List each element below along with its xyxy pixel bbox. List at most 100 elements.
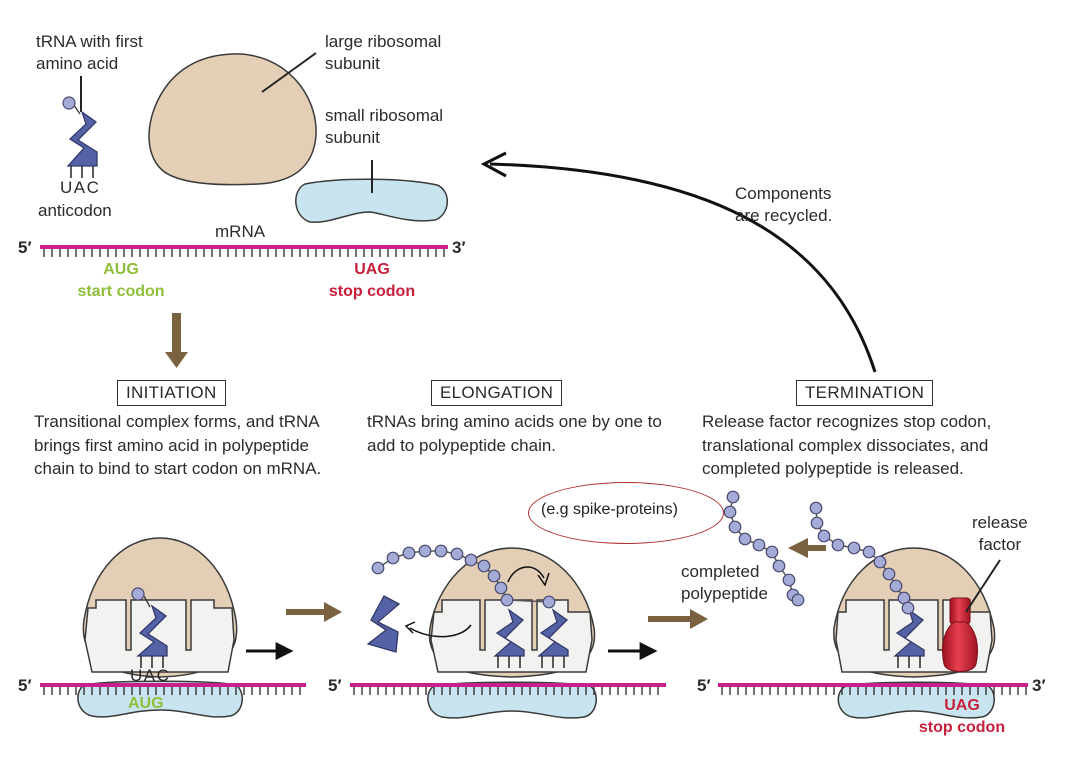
amino-acid-bead [728,520,742,534]
trna-label-line-1: tRNA with first [36,32,143,51]
amino-acid-bead [434,544,448,558]
completed-label-line-2: polypeptide [681,584,768,603]
release-factor-pointer [965,559,1001,613]
amino-acid-bead [752,538,766,552]
top-five-prime: 5′ [18,238,32,257]
amino-acid-bead [62,96,76,110]
amino-acid-bead [772,559,786,573]
top-start-codon: AUG start codon [66,259,176,303]
initiation-start-seq: AUG [128,695,164,712]
amino-acid-bead [791,593,805,607]
top-stop-seq: UAG [354,261,390,278]
released-trna [366,595,401,653]
elongation-chain [371,544,556,609]
large-ribosomal-subunit [148,53,317,186]
release-label-line-2: factor [978,535,1022,554]
termination-three-prime: 3′ [1032,676,1046,695]
completed-label-line-1: completed [681,562,760,581]
anticodon-label: anticodon [38,201,112,220]
amino-acid-bead [487,569,501,583]
bottom-stop-codon: UAG stop codon [904,695,1020,739]
amino-acid-bead [810,516,824,530]
amino-acid-bead [542,595,556,609]
amino-acid-bead [500,593,514,607]
top-anticodon-seq: UAC [60,178,101,197]
top-trna [66,110,98,167]
completed-polypeptide-label: completed polypeptide [681,561,768,605]
large-subunit-label-line-1: large ribosomal [325,32,442,51]
amino-acid-bead [765,545,779,559]
release-factor-label: release factor [972,512,1028,556]
small-subunit-label-line-2: subunit [325,128,380,147]
amino-acid-bead [862,545,876,559]
mrna-strand-initiation [40,683,306,695]
amino-acid-bead [782,573,796,587]
amino-acid-bead [723,505,737,519]
exit-curve-arrow [409,624,472,638]
recycle-label-line-2: are recycled. [735,206,833,225]
recycle-arrow [489,162,877,373]
termination-chain [809,501,915,615]
termination-five-prime: 5′ [697,676,711,695]
top-start-label: start codon [77,283,165,300]
mrna-label: mRNA [215,222,266,241]
elongation-five-prime: 5′ [328,676,342,695]
amino-acid-bead [901,601,915,615]
top-stop-label: stop codon [328,283,416,300]
top-three-prime: 3′ [452,238,466,257]
initiation-ribosome [77,537,243,718]
mrna-strand-termination [718,683,1028,695]
large-subunit-pointer [261,52,317,93]
flow-arrow-left [788,538,826,558]
amino-acid-bead [494,581,508,595]
annotation-text: (e.g spike-proteins) [541,501,678,518]
top-start-seq: AUG [103,261,139,278]
amino-acid-bead [726,490,740,504]
small-ribosomal-subunit [295,178,448,223]
mrna-strand-elongation [350,683,666,695]
amino-acid-bead [809,501,823,515]
recycle-label: Components are recycled. [735,183,832,227]
amino-acid-bead [889,579,903,593]
amino-acid-bead [450,547,464,561]
amino-acid-bead [371,561,385,575]
amino-acid-bead [418,544,432,558]
mrna-strand-top [40,245,448,257]
peptide-bond [506,599,550,603]
initiation-five-prime: 5′ [18,676,32,695]
amino-acid-bead [386,551,400,565]
termination-description: Release factor recognizes stop codon, tr… [702,412,992,478]
large-subunit-label: large ribosomal subunit [325,31,441,75]
elongation-title: ELONGATION [431,380,563,406]
transfer-curve-arrow [507,566,545,583]
flow-arrow-right-1 [286,602,342,622]
small-subunit-label-line-1: small ribosomal [325,106,444,125]
amino-acid-bead [402,546,416,560]
top-stop-codon: UAG stop codon [314,259,430,303]
recycle-label-line-1: Components [735,184,832,203]
bottom-stop-seq: UAG [944,697,980,714]
initiation-title: INITIATION [117,380,226,406]
amino-acid-bead [817,529,831,543]
completed-polypeptide-chain [723,490,805,607]
initiation-description: Transitional complex forms, and tRNA bri… [34,412,322,478]
bottom-stop-label: stop codon [918,719,1006,736]
amino-acid-bead [882,567,896,581]
trna-label: tRNA with first amino acid [36,31,143,75]
amino-acid-bead [847,541,861,555]
amino-acid-bead [873,555,887,569]
amino-acid-bead [477,559,491,573]
initiation-anticodon-seq: UAC [130,666,171,685]
elongation-description: tRNAs bring amino acids one by one to ad… [367,412,662,455]
amino-acid-bead [131,587,145,601]
release-label-line-1: release [972,513,1028,532]
large-subunit-label-line-2: subunit [325,54,380,73]
amino-acid-bead [831,538,845,552]
release-factor-shape [941,597,979,672]
amino-acid-bead [738,532,752,546]
flow-arrow-down [165,313,188,368]
termination-title: TERMINATION [796,380,934,406]
annotation-oval [528,482,724,544]
